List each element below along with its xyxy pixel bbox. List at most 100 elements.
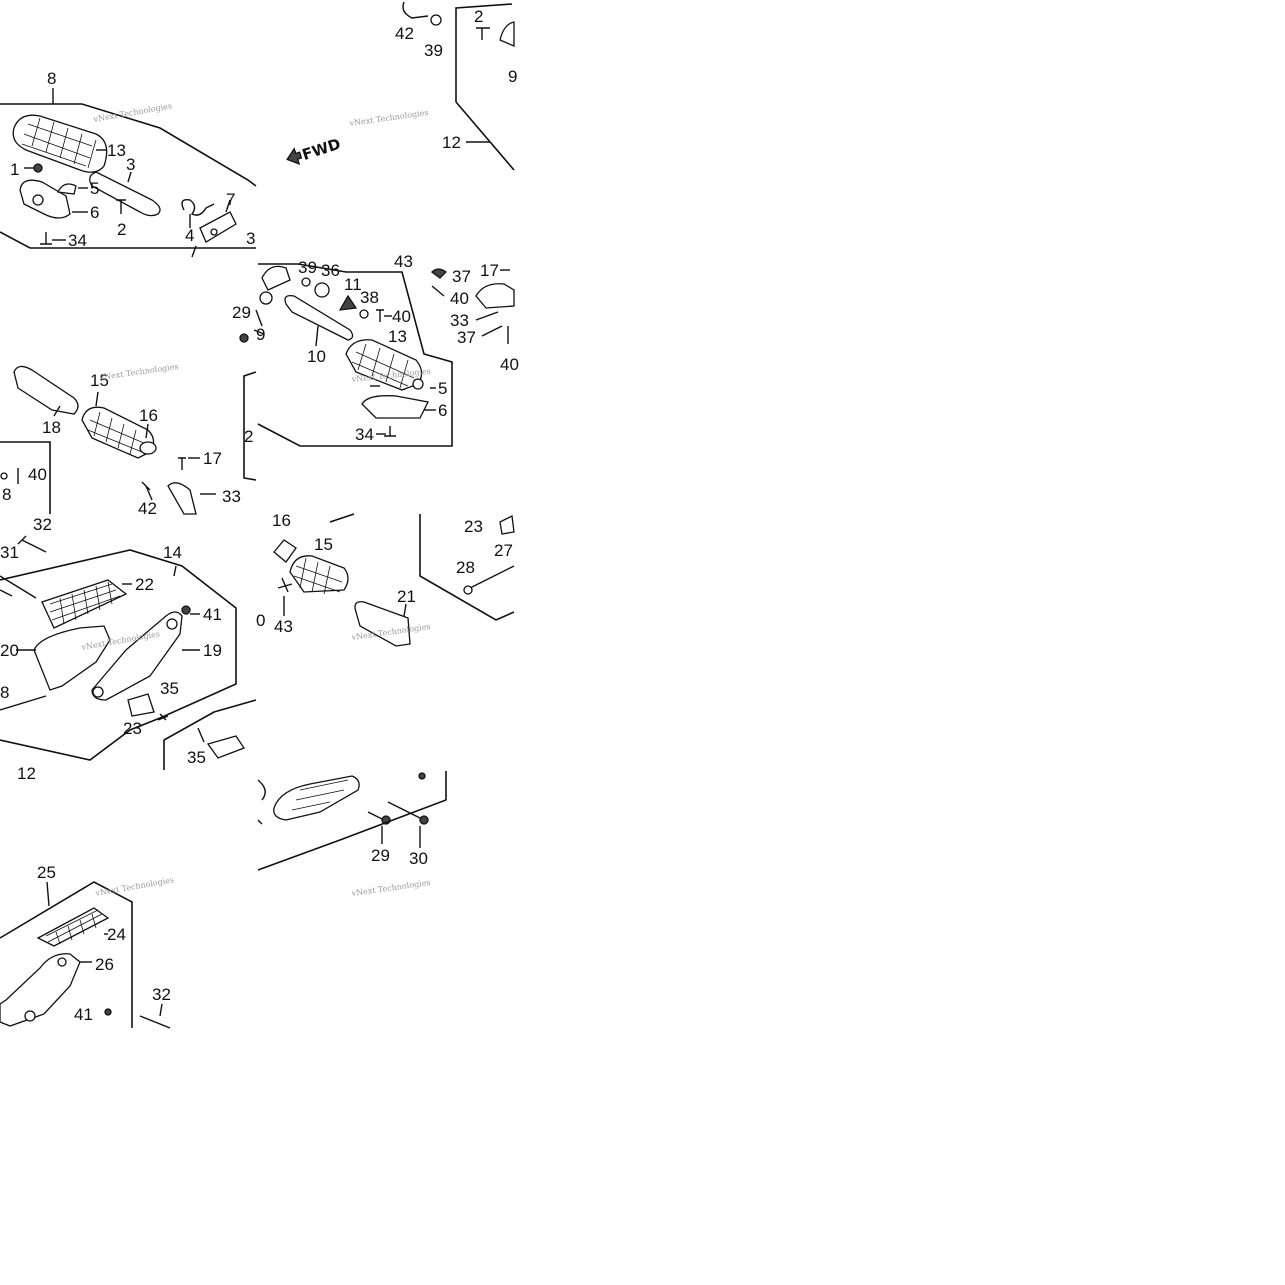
watermark: vNext Technologies [348, 108, 429, 128]
tile-top-right: FWD 42 39 2 9 12 vNext Technologies [286, 1, 517, 171]
bracket-plate [19, 179, 71, 219]
callout-33: 33 [222, 487, 241, 506]
callout-15: 15 [90, 371, 109, 390]
callout-40c: 40 [500, 355, 519, 374]
callout-28: 28 [456, 558, 475, 577]
link-arm [402, 1, 429, 19]
callout-17: 17 [203, 449, 222, 468]
washer-icon [301, 277, 311, 287]
frame-outline-bottom [0, 231, 256, 249]
frame-outline [0, 441, 51, 514]
callout-33: 33 [450, 311, 469, 330]
return-spring [181, 199, 215, 216]
callout-32: 32 [152, 985, 171, 1004]
cotter-pin [476, 27, 490, 40]
bolt-icon [141, 481, 153, 501]
callout-2: 2 [117, 220, 126, 239]
callout-43: 43 [274, 617, 293, 636]
tile-bottom-left: 25 24 26 32 41 vNext Technologies [0, 863, 175, 1029]
frame-outline [329, 513, 355, 523]
callout-6: 6 [90, 203, 99, 222]
frame-outline-diag [455, 101, 515, 171]
bracket-part [475, 283, 515, 309]
callout-13: 13 [107, 141, 126, 160]
bracket-part [499, 515, 515, 535]
callout-9: 9 [256, 325, 265, 344]
bracket-part [167, 482, 197, 515]
fwd-label: FWD [300, 135, 343, 164]
frame-outline-left [243, 371, 257, 481]
callout-10: 10 [307, 347, 326, 366]
tile-bottom-right: 29 30 vNext Technologies [257, 771, 447, 898]
frame-outline [257, 771, 447, 871]
step-frame [33, 625, 111, 691]
mount-bracket [127, 693, 155, 717]
bracket-plate [361, 395, 429, 419]
callout-21: 21 [397, 587, 416, 606]
callout-25: 25 [37, 863, 56, 882]
callout-2: 2 [244, 427, 253, 446]
watermark: vNext Technologies [94, 875, 175, 898]
bolt-icon [40, 232, 52, 245]
mount-bracket [206, 735, 245, 759]
callout-8: 8 [47, 69, 56, 88]
callout-5: 5 [438, 379, 447, 398]
callout-13: 13 [388, 327, 407, 346]
callout-24: 24 [107, 925, 126, 944]
callout-38: 38 [360, 288, 379, 307]
footpeg-rubber [289, 555, 349, 595]
tile-mid-right: 39 36 43 37 17 11 38 40 29 9 40 33 13 37… [232, 252, 519, 481]
washer-icon [273, 539, 297, 563]
callout-40b: 40 [450, 289, 469, 308]
callout-23: 23 [123, 719, 142, 738]
callout-37b: 37 [457, 328, 476, 347]
callout-43: 43 [394, 252, 413, 271]
callout-0: 0 [256, 611, 265, 630]
bolt-icon [17, 535, 47, 553]
callout-22: 22 [135, 575, 154, 594]
callout-18: 18 [42, 418, 61, 437]
tile-lower-right: 16 15 23 27 28 21 0 43 vNext Technologie… [256, 511, 515, 647]
callout-7: 7 [226, 190, 235, 209]
callout-35b: 35 [187, 748, 206, 767]
frame-outline-right [163, 699, 257, 770]
step-holder [91, 611, 183, 701]
footpeg-arm [354, 601, 411, 647]
callout-8: 8 [2, 485, 11, 504]
callout-4: 4 [185, 226, 194, 245]
callout-3b: 3 [246, 229, 255, 248]
callout-35: 35 [160, 679, 179, 698]
callout-14: 14 [163, 543, 182, 562]
callout-1: 1 [10, 160, 19, 179]
long-bolt [465, 565, 515, 591]
callout-26: 26 [95, 955, 114, 974]
bolt-icon [277, 577, 293, 593]
callout-29: 29 [371, 846, 390, 865]
frame-outline [0, 549, 237, 761]
nut-icon [104, 1008, 112, 1016]
callout-41: 41 [74, 1005, 93, 1024]
watermark: vNext Technologies [98, 362, 179, 382]
nut-icon [181, 605, 191, 615]
callout-42: 42 [395, 24, 414, 43]
callout-36: 36 [321, 261, 340, 280]
callout-12: 12 [17, 764, 36, 783]
collar-icon [314, 282, 330, 298]
bolt-icon [139, 1015, 171, 1029]
callout-16: 16 [272, 511, 291, 530]
callout-17: 17 [480, 261, 499, 280]
bolt-icon [387, 801, 425, 821]
step-holder-bar [13, 365, 79, 415]
cotter-pin [116, 199, 126, 214]
tile-mid-left: 15 16 18 17 33 40 8 42 vNext Technologie… [0, 362, 241, 518]
mount-bracket [199, 211, 237, 243]
bolt-icon [157, 713, 169, 721]
callout-19: 19 [203, 641, 222, 660]
callout-23: 23 [464, 517, 483, 536]
step-holder [273, 775, 360, 821]
bolt-icon [384, 426, 396, 437]
spring-icon [338, 294, 358, 311]
callout-9: 9 [508, 67, 517, 86]
callout-31: 31 [0, 543, 19, 562]
